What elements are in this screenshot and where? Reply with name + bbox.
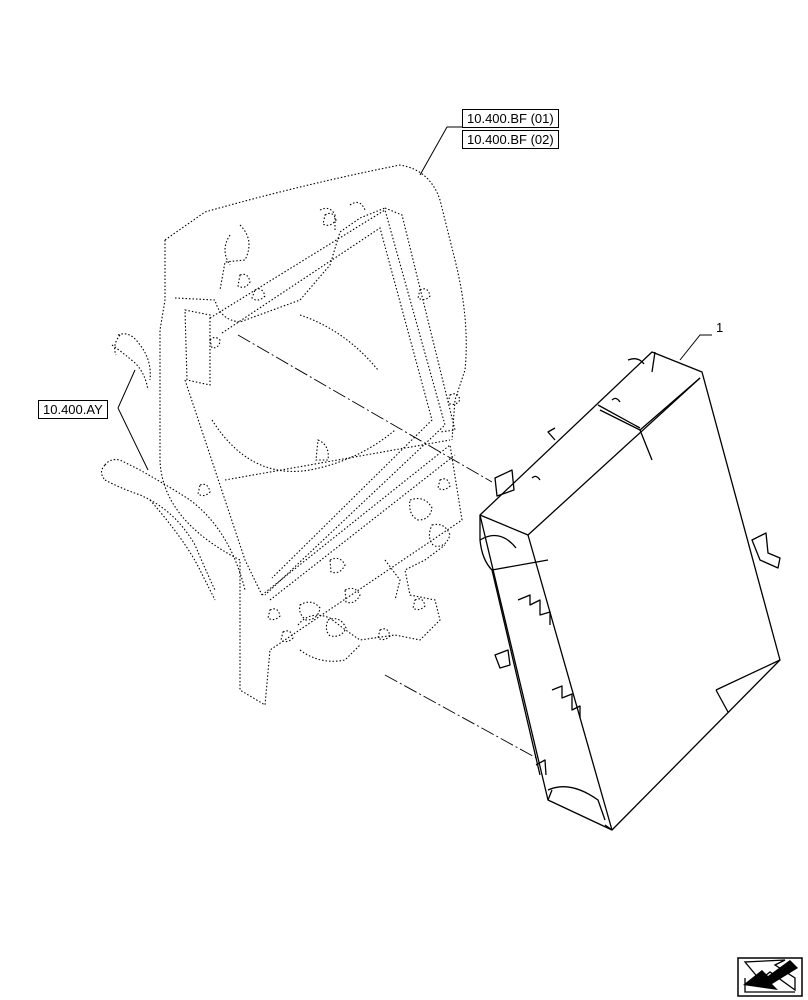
assembly-center-lines <box>237 334 541 761</box>
item-number-1: 1 <box>716 320 724 335</box>
leader-lines <box>117 126 712 471</box>
arrow-back-icon[interactable] <box>737 957 803 997</box>
reference-link-bf-02[interactable]: 10.400.BF (02) <box>462 130 559 149</box>
reference-link-bf-01[interactable]: 10.400.BF (01) <box>462 109 559 128</box>
fan-shroud-frame <box>100 164 467 706</box>
reference-link-ay[interactable]: 10.400.AY <box>38 400 108 419</box>
oil-cooler-part <box>479 351 781 831</box>
